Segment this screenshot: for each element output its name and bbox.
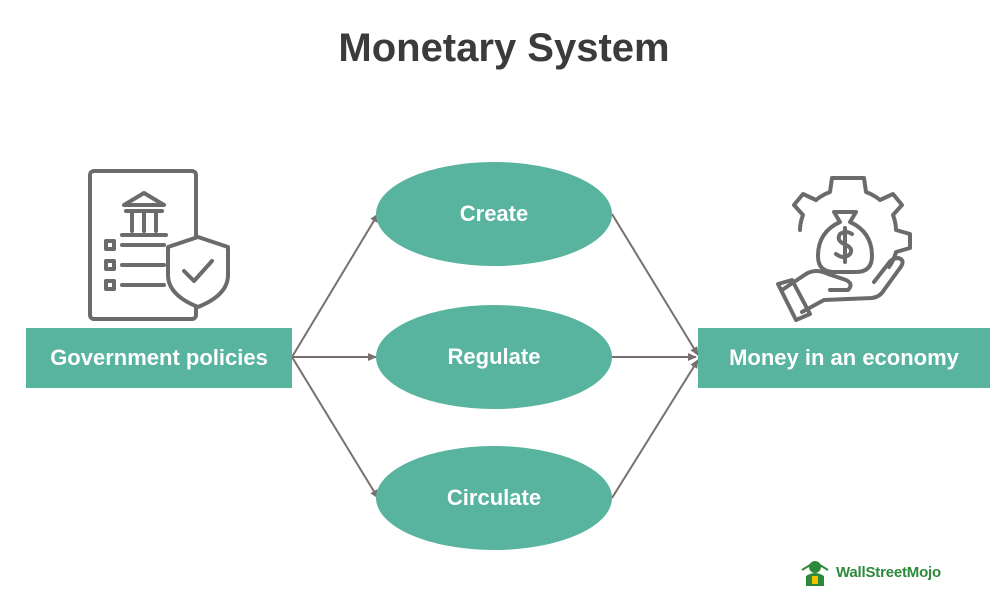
node-label: Create <box>459 201 529 226</box>
arrow-policies-to-create <box>291 213 379 358</box>
node-money-in-economy: Money in an economy <box>698 328 990 388</box>
node-create: Create <box>376 162 612 266</box>
diagram-title: Monetary System <box>338 26 670 70</box>
node-circulate: Circulate <box>376 446 612 550</box>
wallstreetmojo-logo-icon <box>801 560 829 586</box>
node-regulate: Regulate <box>376 305 612 409</box>
money-bag-gear-hand-icon <box>776 176 912 322</box>
government-policy-document-icon <box>88 169 230 321</box>
arrow-create-to-money <box>611 213 699 356</box>
node-label: Money in an economy <box>729 345 959 370</box>
node-label: Circulate <box>446 485 542 510</box>
node-label: Government policies <box>50 345 268 370</box>
brand-watermark: WallStreetMojo <box>800 556 941 588</box>
brand-name: WallStreetMojo <box>836 563 941 581</box>
node-government-policies: Government policies <box>26 328 292 388</box>
arrow-circulate-to-money <box>611 359 699 499</box>
node-label: Regulate <box>447 344 541 369</box>
arrow-policies-to-circulate <box>291 356 379 499</box>
